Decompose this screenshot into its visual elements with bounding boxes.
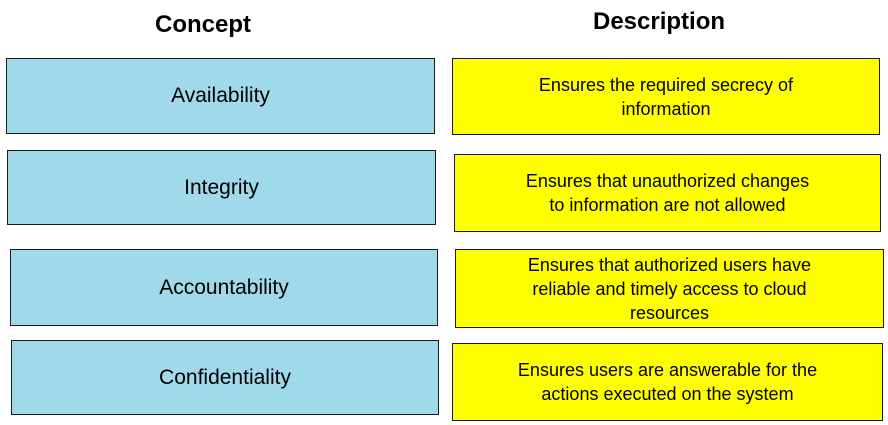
description-line: reliable and timely access to cloud [532,278,807,299]
description-line: resources [629,302,709,323]
description-line: Ensures the required secrecy of [538,74,794,95]
description-line: to information are not allowed [549,195,786,215]
concept-box-confidentiality[interactable]: Confidentiality [11,340,439,415]
description-box-answerable[interactable]: Ensures users are answerable for the act… [452,343,883,421]
description-line: Ensures that unauthorized changes [525,171,810,191]
concept-box-integrity[interactable]: Integrity [7,150,436,225]
concept-box-availability[interactable]: Availability [6,58,435,134]
concept-column-heading: Concept [155,11,251,38]
description-line: actions executed on the system [541,384,794,404]
description-box-unauthorized-changes[interactable]: Ensures that unauthorized changes to inf… [454,154,881,232]
description-box-secrecy[interactable]: Ensures the required secrecy of informat… [452,58,880,135]
concept-box-accountability[interactable]: Accountability [10,249,438,326]
description-box-timely-access[interactable]: Ensures that authorized users have relia… [455,249,884,328]
description-line: Ensures that authorized users have [527,254,812,275]
description-line: information [621,98,711,119]
description-line: Ensures users are answerable for the [517,360,818,380]
description-column-heading: Description [592,8,726,35]
